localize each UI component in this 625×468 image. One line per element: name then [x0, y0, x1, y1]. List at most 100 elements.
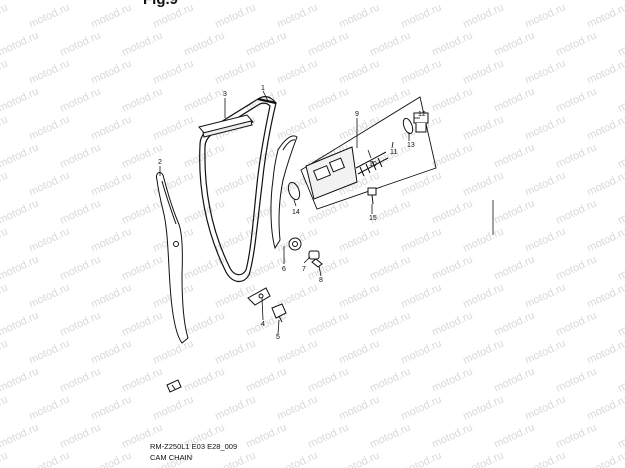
watermark-text: motod.ru: [461, 57, 505, 86]
watermark-text: motod.ru: [151, 57, 195, 86]
watermark-text: motod.ru: [430, 85, 474, 114]
watermark-text: motod.ru: [585, 169, 625, 198]
watermark-text: motod.ru: [58, 365, 102, 394]
watermark-text: motod.ru: [27, 281, 71, 310]
callout-10: 10: [369, 161, 377, 168]
watermark-text: motod.ru: [337, 393, 381, 422]
watermark-text: motod.ru: [244, 421, 288, 450]
watermark-text: motod.ru: [554, 421, 598, 450]
watermark-text: motod.ru: [492, 29, 536, 58]
watermark-text: motod.ru: [27, 337, 71, 366]
watermark-text: motod.ru: [399, 225, 443, 254]
watermark-text: motod.ru: [0, 365, 41, 394]
watermark-text: motod.ru: [430, 365, 474, 394]
watermark-text: motod.ru: [151, 337, 195, 366]
watermark-text: motod.ru: [554, 29, 598, 58]
watermark-text: motod.ru: [492, 365, 536, 394]
watermark-text: motod.ru: [616, 0, 625, 3]
watermark-text: motod.ru: [461, 393, 505, 422]
watermark-text: motod.ru: [523, 281, 567, 310]
watermark-text: motod.ru: [89, 1, 133, 30]
callout-3: 3: [223, 91, 227, 98]
watermark-text: motod.ru: [306, 197, 350, 226]
callout-9: 9: [355, 111, 359, 118]
watermark-text: motod.ru: [430, 29, 474, 58]
watermark-text: motod.ru: [585, 57, 625, 86]
watermark-text: motod.ru: [399, 1, 443, 30]
watermark-text: motod.ru: [0, 281, 10, 310]
watermark-text: motod.ru: [492, 253, 536, 282]
watermark-text: motod.ru: [89, 281, 133, 310]
model-code-caption: RM-Z250L1 E03 E28_009: [150, 442, 238, 451]
watermark-text: motod.ru: [306, 85, 350, 114]
chain-guide-bar: [198, 114, 254, 138]
watermark-text: motod.ru: [337, 225, 381, 254]
watermark-text: motod.ru: [616, 421, 625, 450]
watermark-text: motod.ru: [399, 449, 443, 468]
watermark-text: motod.ru: [585, 225, 625, 254]
watermark-text: motod.ru: [182, 197, 226, 226]
watermark-text: motod.ru: [182, 29, 226, 58]
watermark-text: motod.ru: [523, 393, 567, 422]
watermark-text: motod.ru: [554, 253, 598, 282]
callout-13: 13: [407, 142, 415, 149]
watermark-text: motod.ru: [337, 113, 381, 142]
callout-14: 14: [292, 209, 300, 216]
watermark-text: motod.ru: [337, 57, 381, 86]
watermark-text: motod.ru: [0, 29, 41, 58]
watermark-text: motod.ru: [275, 393, 319, 422]
watermark-text: motod.ru: [213, 449, 257, 468]
watermark-text: motod.ru: [492, 85, 536, 114]
watermark-text: motod.ru: [523, 113, 567, 142]
watermark-text: motod.ru: [399, 337, 443, 366]
watermark-text: motod.ru: [554, 141, 598, 170]
watermark-text: motod.ru: [0, 253, 41, 282]
watermark-text: motod.ru: [120, 309, 164, 338]
watermark-text: motod.ru: [461, 225, 505, 254]
watermark-text: motod.ru: [27, 393, 71, 422]
watermark-text: motod.ru: [120, 141, 164, 170]
watermark-text: motod.ru: [399, 57, 443, 86]
watermark-text: motod.ru: [244, 197, 288, 226]
watermark-text: motod.ru: [616, 29, 625, 58]
watermark-text: motod.ru: [275, 449, 319, 468]
watermark-text: motod.ru: [27, 225, 71, 254]
watermark-text: motod.ru: [306, 29, 350, 58]
leader-lines: [159, 90, 494, 335]
watermark-text: motod.ru: [27, 1, 71, 30]
watermark-text: motod.ru: [0, 85, 41, 114]
watermark-text: motod.ru: [58, 309, 102, 338]
watermark-text: motod.ru: [368, 197, 412, 226]
watermark-text: motod.ru: [616, 253, 625, 282]
callout-2: 2: [158, 159, 162, 166]
callout-1: 1: [261, 85, 265, 92]
watermark-text: motod.ru: [461, 449, 505, 468]
watermark-text: motod.ru: [616, 309, 625, 338]
watermark-text: motod.ru: [89, 57, 133, 86]
watermark-text: motod.ru: [399, 281, 443, 310]
watermark-text: motod.ru: [368, 85, 412, 114]
watermark-text: motod.ru: [0, 0, 41, 3]
watermark-text: motod.ru: [120, 85, 164, 114]
watermark-text: motod.ru: [585, 337, 625, 366]
watermark-text: motod.ru: [275, 1, 319, 30]
watermark-text: motod.ru: [461, 169, 505, 198]
watermark-text: motod.ru: [554, 309, 598, 338]
watermark-text: motod.ru: [89, 169, 133, 198]
watermark-text: motod.ru: [151, 113, 195, 142]
watermark-text: motod.ru: [523, 449, 567, 468]
watermark-text: motod.ru: [430, 309, 474, 338]
watermark-text: motod.ru: [306, 365, 350, 394]
watermark-text: motod.ru: [368, 309, 412, 338]
watermark-text: motod.ru: [368, 253, 412, 282]
watermark-text: motod.ru: [523, 169, 567, 198]
watermark-text: motod.ru: [430, 421, 474, 450]
callout-8: 8: [319, 277, 323, 284]
watermark-text: motod.ru: [616, 365, 625, 394]
watermark-text: motod.ru: [120, 365, 164, 394]
watermark-text: motod.ru: [58, 197, 102, 226]
chain-guide-no2: [270, 135, 302, 251]
watermark-text: motod.ru: [337, 1, 381, 30]
